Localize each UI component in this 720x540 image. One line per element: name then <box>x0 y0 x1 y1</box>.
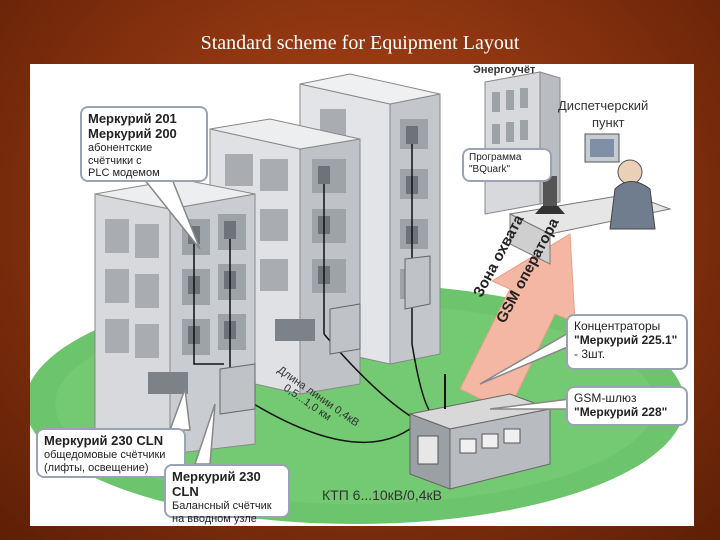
mercury-201-desc-2: счётчики с <box>88 154 142 167</box>
callout-mercury-230-balance: Меркурий 230 CLN Балансный счётчик на вв… <box>164 464 290 526</box>
m230-balance-desc-1: Балансный счётчик <box>172 499 272 512</box>
mercury-201-desc-1: абонентские <box>88 141 153 154</box>
m230-balance-title: Меркурий 230 CLN <box>172 469 261 499</box>
callout-concentrators: Концентраторы "Меркурий 225.1" - 3шт. <box>566 314 688 370</box>
concentrators-model: "Меркурий 225.1" <box>574 332 678 347</box>
ktp-substation <box>408 374 552 490</box>
energouchet-label: Энергоучёт <box>473 64 536 76</box>
callout-gsm-gateway: GSM-шлюз "Меркурий 228" <box>566 386 688 426</box>
m230-common-title: Меркурий 230 CLN <box>44 433 164 448</box>
callout-mercury-230-common: Меркурий 230 CLN общедомовые счётчики (л… <box>36 428 186 478</box>
dispatch-desk <box>508 133 672 265</box>
program-label-line1: Программа <box>469 152 522 163</box>
concentrators-count: - 3шт. <box>574 346 606 361</box>
ktp-label: КТП 6...10кВ/0,4кВ <box>322 487 442 503</box>
mercury-201-title: Меркурий 201 <box>88 111 177 126</box>
mercury-200-title: Меркурий 200 <box>88 125 177 141</box>
gsm-gateway-title: GSM-шлюз <box>574 391 637 405</box>
concentrators-title: Концентраторы <box>574 319 661 333</box>
diagram-figure: Энергоучёт Диспетчерский пункт Программа… <box>30 64 694 526</box>
m230-balance-desc-2: на вводном узле дома <box>172 512 257 526</box>
program-callout: Программа "BQuark" <box>462 148 552 182</box>
m230-common-desc-2: (лифты, освещение) <box>44 461 149 474</box>
m230-common-desc-1: общедомовые счётчики <box>44 448 166 461</box>
callout-mercury-201: Меркурий 201 Меркурий 200 абонентские сч… <box>80 106 208 182</box>
slide-title: Standard scheme for Equipment Layout <box>200 32 520 54</box>
dispatch-label-line2: пункт <box>592 115 625 130</box>
scheme-illustration <box>30 71 685 524</box>
utility-cabinets <box>148 255 431 415</box>
dispatch-label-line1: Диспетчерский <box>558 98 649 113</box>
mercury-201-desc-3: PLC модемом <box>88 167 160 180</box>
program-label-line2: "BQuark" <box>469 163 511 175</box>
gsm-gateway-model: "Меркурий 228" <box>574 404 668 419</box>
